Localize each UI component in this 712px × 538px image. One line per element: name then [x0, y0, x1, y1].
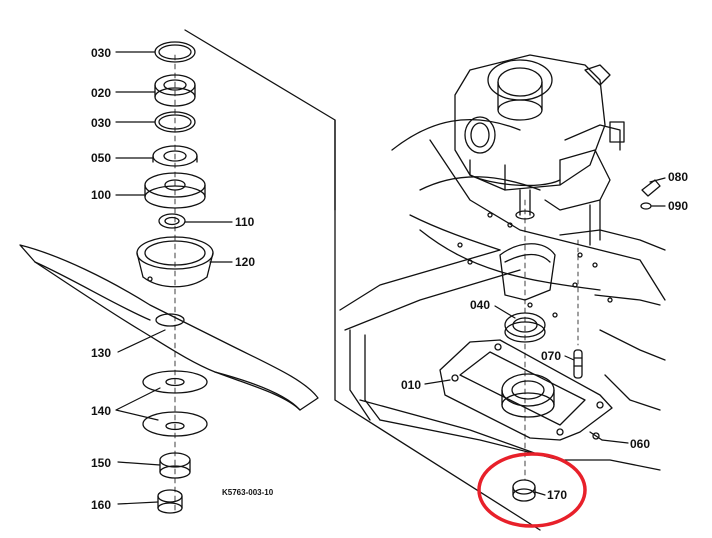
figure-code: K5763-003-10 — [222, 488, 274, 497]
label-020: 020 — [91, 86, 111, 100]
label-150: 150 — [91, 456, 111, 470]
label-170: 170 — [547, 488, 567, 502]
label-010: 010 — [401, 378, 421, 392]
label-130: 130 — [91, 346, 111, 360]
deck-outline — [184, 29, 666, 531]
left-stack — [19, 41, 319, 514]
label-140: 140 — [91, 404, 111, 418]
label-030-top: 030 — [91, 46, 111, 60]
spindle-parts — [439, 199, 613, 502]
label-120: 120 — [235, 255, 255, 269]
label-060: 060 — [630, 437, 650, 451]
gearbox — [454, 54, 625, 246]
leader-lines — [115, 51, 666, 505]
label-050: 050 — [91, 151, 111, 165]
highlight-circle — [477, 452, 587, 528]
label-070: 070 — [541, 349, 561, 363]
label-080: 080 — [668, 170, 688, 184]
bolt-080 — [640, 179, 661, 210]
label-100: 100 — [91, 188, 111, 202]
label-090: 090 — [668, 199, 688, 213]
label-040: 040 — [470, 298, 490, 312]
label-110: 110 — [235, 215, 255, 229]
label-030-bottom: 030 — [91, 116, 111, 130]
label-160: 160 — [91, 498, 111, 512]
